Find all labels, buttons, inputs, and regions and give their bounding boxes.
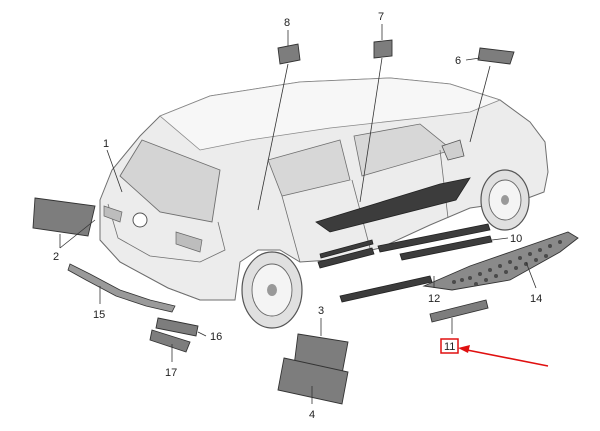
car-illustration: [99, 77, 549, 329]
callout-12: 12: [428, 293, 440, 305]
highlight-box: [440, 338, 459, 354]
callout-1: 1: [103, 138, 109, 150]
callout-4: 4: [309, 409, 315, 421]
callout-10: 10: [510, 233, 522, 245]
highlight-arrow-shaft: [461, 348, 549, 367]
car-taillight-right: [175, 231, 203, 253]
highlight-arrow-head: [458, 345, 470, 353]
callout-17: 17: [165, 367, 177, 379]
part-4-panel: [277, 357, 349, 405]
callout-8: 8: [284, 17, 290, 29]
callout-labels: 1 2 3 4 6 7 8 10 11 12 14 15 16 17: [53, 11, 542, 421]
car-rear-window: [119, 139, 221, 223]
car-taillight-left: [103, 205, 123, 223]
callout-16: 16: [210, 331, 222, 343]
callout-3: 3: [318, 305, 324, 317]
part-14-grille: [422, 231, 579, 291]
part-11-badge: [429, 299, 489, 323]
part-15-diffuser: [67, 263, 176, 313]
car-mirror: [441, 139, 465, 161]
callout-6: 6: [455, 55, 461, 67]
part-16-trim: [155, 317, 199, 337]
callout-2: 2: [53, 251, 59, 263]
callout-14: 14: [530, 293, 542, 305]
part-2-rear-panel: [32, 197, 96, 237]
part-8-glass: [277, 43, 301, 65]
car-side-window-rear: [267, 139, 351, 197]
car-roof: [159, 77, 502, 151]
door-trim-front: [315, 177, 471, 233]
part-17-trim: [149, 329, 191, 353]
leader-lines: [59, 24, 537, 404]
car-rear-emblem: [132, 212, 148, 228]
callout-7: 7: [378, 11, 384, 23]
car-rear-wheel: [241, 251, 303, 329]
highlight-callout-11: [440, 338, 549, 367]
part-7-glass: [373, 39, 393, 59]
car-rear-bumper: [99, 239, 235, 301]
part-6-glass: [477, 47, 515, 65]
sill-trim-strips: [317, 223, 491, 269]
part-12-strip: [339, 275, 433, 303]
callout-15: 15: [93, 309, 105, 321]
car-front-wheel: [480, 169, 530, 231]
car-tailgate: [107, 203, 226, 263]
callout-11: 11: [444, 341, 455, 353]
part-10-strip: [399, 235, 493, 261]
